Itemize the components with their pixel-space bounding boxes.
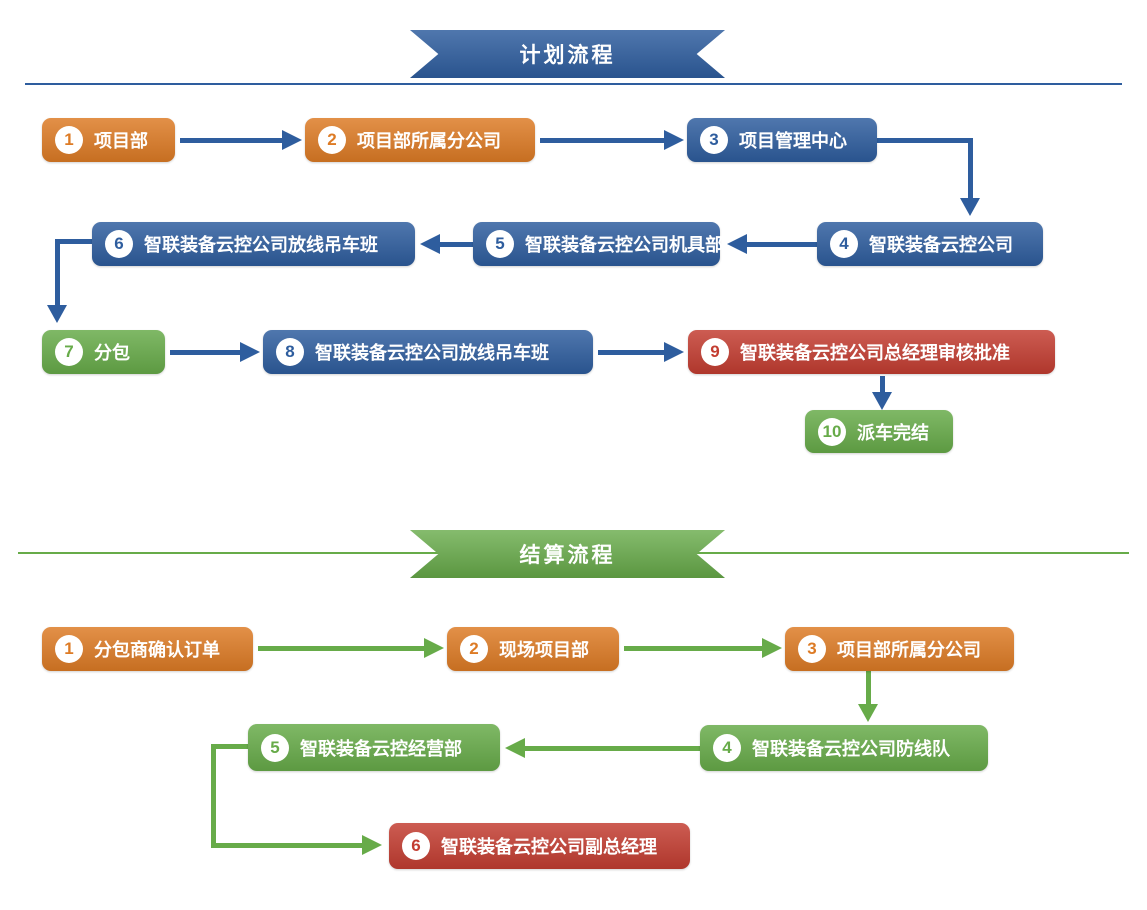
arrow-plan-7-8 <box>170 350 240 355</box>
settlement-banner-title: 结算流程 <box>519 544 616 567</box>
arrowhead-icon <box>420 234 440 254</box>
step-number-badge: 1 <box>55 635 83 663</box>
arrowhead-icon <box>47 305 67 323</box>
flow-node-settlement-1: 1 分包商确认订单 <box>42 627 253 671</box>
step-number-badge: 7 <box>55 338 83 366</box>
flow-node-label: 智联装备云控经营部 <box>300 738 462 759</box>
arrowhead-icon <box>664 342 684 362</box>
flow-node-settlement-4: 4 智联装备云控公司防线队 <box>700 725 988 771</box>
flow-node-settlement-5: 5 智联装备云控经营部 <box>248 724 500 771</box>
flow-node-label: 智联装备云控公司防线队 <box>752 739 950 759</box>
flow-node-label: 智联装备云控公司 <box>869 235 1013 255</box>
flow-node-label: 现场项目部 <box>499 640 589 660</box>
flow-node-plan-8: 8 智联装备云控公司放线吊车班 <box>263 330 593 374</box>
arrow-settlement-5-6-horizontal-bottom <box>211 843 362 848</box>
arrowhead-icon <box>505 738 525 758</box>
step-number-badge: 3 <box>798 635 826 663</box>
flow-node-label: 智联装备云控公司放线吊车班 <box>144 235 378 255</box>
flow-node-label: 分包 <box>94 343 130 363</box>
arrow-plan-9-10 <box>880 376 885 392</box>
arrowhead-icon <box>872 392 892 410</box>
flow-node-plan-9: 9 智联装备云控公司总经理审核批准 <box>688 330 1055 374</box>
step-number-badge: 5 <box>261 733 289 762</box>
flow-node-plan-5: 5 智联装备云控公司机具部 <box>473 222 723 266</box>
step-number-badge: 4 <box>830 230 858 258</box>
flow-node-plan-7: 7 分包 <box>42 330 165 374</box>
arrowhead-icon <box>960 198 980 216</box>
arrow-plan-6-7-vertical <box>55 239 60 305</box>
flow-node-label: 智联装备云控公司放线吊车班 <box>315 343 549 363</box>
arrow-settlement-5-6-vertical <box>211 744 216 848</box>
flow-node-label: 派车完结 <box>857 422 929 443</box>
arrow-plan-3-4-horizontal <box>877 138 973 143</box>
arrowhead-icon <box>362 835 382 855</box>
plan-banner-ribbon: 计划流程 <box>410 30 725 78</box>
arrow-settlement-1-2 <box>258 646 424 651</box>
arrowhead-icon <box>727 234 747 254</box>
arrow-plan-8-9 <box>598 350 664 355</box>
arrow-plan-1-2 <box>180 138 282 143</box>
flow-node-settlement-2: 2 现场项目部 <box>447 627 619 671</box>
settlement-banner-ribbon: 结算流程 <box>410 530 725 578</box>
arrow-plan-5-6 <box>438 242 473 247</box>
arrow-plan-2-3 <box>540 138 664 143</box>
flow-node-settlement-3: 3 项目部所属分公司 <box>785 627 1014 671</box>
flow-node-label: 智联装备云控公司总经理审核批准 <box>740 343 1010 363</box>
arrow-plan-3-4-vertical <box>968 138 973 198</box>
flow-node-label: 智联装备云控公司副总经理 <box>441 837 657 857</box>
flow-node-plan-10: 10 派车完结 <box>805 410 953 453</box>
arrow-settlement-2-3 <box>624 646 762 651</box>
step-number-badge: 9 <box>701 338 729 366</box>
arrow-plan-6-7-horizontal <box>55 239 92 244</box>
step-number-badge: 10 <box>818 417 846 446</box>
flow-node-label: 分包商确认订单 <box>94 640 220 660</box>
flow-node-label: 项目管理中心 <box>739 131 847 151</box>
flow-node-label: 智联装备云控公司机具部 <box>525 235 723 255</box>
arrowhead-icon <box>240 342 260 362</box>
flow-node-label: 项目部所属分公司 <box>357 131 501 151</box>
arrow-plan-4-5 <box>745 242 817 247</box>
flow-node-label: 项目部所属分公司 <box>837 640 981 660</box>
step-number-badge: 4 <box>713 734 741 762</box>
arrowhead-icon <box>664 130 684 150</box>
flow-node-plan-3: 3 项目管理中心 <box>687 118 877 162</box>
arrow-settlement-4-5 <box>523 746 700 751</box>
arrowhead-icon <box>424 638 444 658</box>
step-number-badge: 2 <box>460 635 488 663</box>
arrowhead-icon <box>858 704 878 722</box>
flow-node-plan-4: 4 智联装备云控公司 <box>817 222 1043 266</box>
flow-node-plan-1: 1 项目部 <box>42 118 175 162</box>
plan-banner-title: 计划流程 <box>519 44 616 67</box>
arrowhead-icon <box>282 130 302 150</box>
flow-node-plan-6: 6 智联装备云控公司放线吊车班 <box>92 222 415 266</box>
step-number-badge: 3 <box>700 126 728 154</box>
step-number-badge: 6 <box>105 230 133 258</box>
step-number-badge: 8 <box>276 338 304 366</box>
arrow-settlement-3-4 <box>866 671 871 704</box>
step-number-badge: 5 <box>486 230 514 258</box>
step-number-badge: 6 <box>402 832 430 860</box>
plan-divider-line <box>25 83 1122 85</box>
step-number-badge: 1 <box>55 126 83 154</box>
flow-node-label: 项目部 <box>94 131 148 151</box>
flow-node-settlement-6: 6 智联装备云控公司副总经理 <box>389 823 690 869</box>
step-number-badge: 2 <box>318 126 346 154</box>
flow-node-plan-2: 2 项目部所属分公司 <box>305 118 535 162</box>
arrowhead-icon <box>762 638 782 658</box>
arrow-settlement-5-6-horizontal-top <box>211 744 248 749</box>
